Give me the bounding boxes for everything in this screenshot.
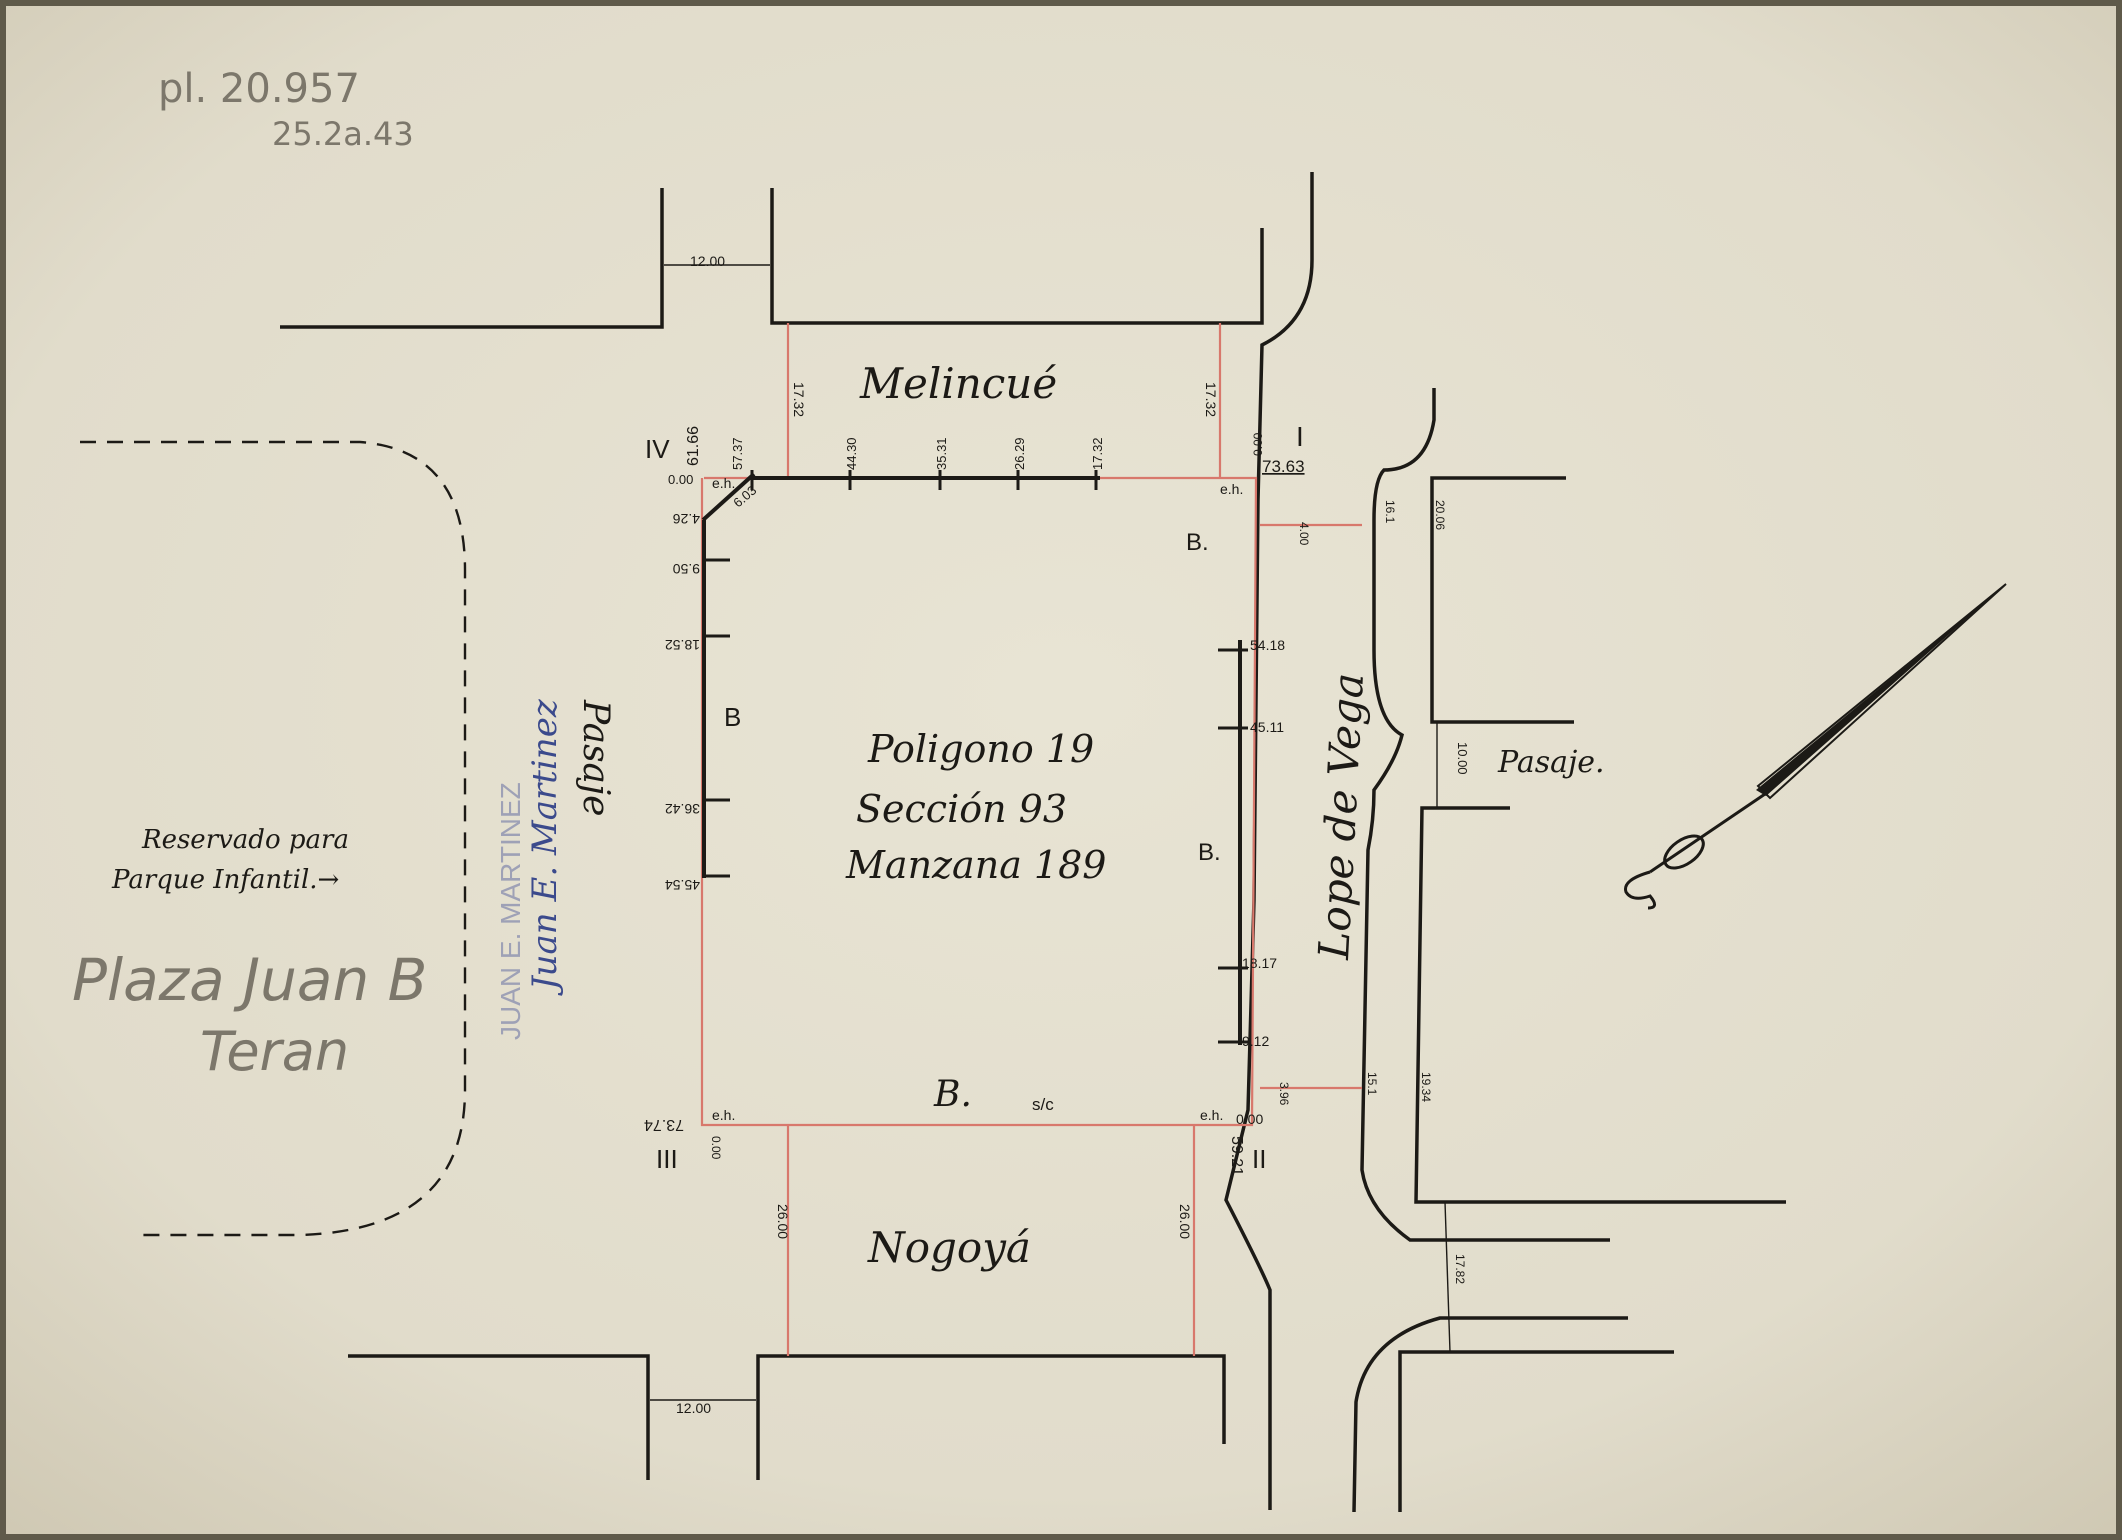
archive-annotation: pl. 20.957 25.2a.43 — [158, 66, 414, 153]
corner-I: I — [1296, 421, 1304, 452]
dim-lope-bottom-a: 3.96 — [1277, 1082, 1291, 1106]
dim-melincue-left: 17.32 — [791, 382, 807, 417]
corner-value-III: 73.74 — [644, 1116, 684, 1133]
eh-IV: e.h. — [712, 475, 735, 491]
street-name-south: Nogoyá — [867, 1223, 1031, 1272]
east-tick-labels: 54.18 45.11 18.17 9.12 — [1242, 637, 1285, 1049]
corner-value-II: 59.21 — [1228, 1136, 1245, 1176]
eh-II: e.h. — [1200, 1107, 1223, 1123]
corner-II: II — [1252, 1144, 1266, 1174]
corner-III: III — [656, 1144, 678, 1174]
dim-lope-bottom-b: 15.1 — [1365, 1072, 1379, 1096]
archive-annotation-line2: 25.2a.43 — [272, 115, 414, 153]
dim-lope-bottom-c: 19.34 — [1419, 1072, 1433, 1102]
west-tick-label: 4.26 — [673, 511, 700, 527]
pencil-plaza-line2: Teran — [200, 1020, 349, 1083]
north-tick-label: 57.37 — [730, 437, 745, 470]
eh-I: e.h. — [1220, 481, 1243, 497]
paper — [6, 6, 2116, 1534]
street-lines — [280, 172, 1786, 1513]
dim-lope-top-a: 4.00 — [1297, 522, 1311, 546]
north-tick-label: 26.29 — [1012, 437, 1027, 470]
tick-marks — [704, 470, 1248, 1044]
north-tick-label: 17.32 — [1090, 437, 1105, 470]
dim-nogoya-left: 26.00 — [775, 1204, 791, 1239]
dim-lope-top-b: 16.1 — [1383, 500, 1397, 524]
renamed-street-blue: Juan E. Martinez — [525, 698, 565, 996]
park-outline — [80, 440, 467, 1237]
street-name-east-passage: Pasaje. — [1497, 745, 1605, 780]
west-tick-label: 45.54 — [665, 877, 700, 893]
dimension-arrows — [650, 264, 1451, 1401]
corner-value-IV: 61.66 — [685, 426, 702, 466]
corner-IV: IV — [645, 434, 670, 464]
dim-pasaje-width: 10.00 — [1455, 742, 1470, 775]
corner-value-I: 73.63 — [1262, 457, 1305, 476]
west-tick-label: 9.50 — [673, 561, 700, 577]
block-title-line1: Poligono 19 — [867, 727, 1094, 771]
edge-mark-east-mid: B. — [1198, 839, 1221, 866]
block-title-line3: Manzana 189 — [845, 843, 1106, 887]
dim-melincue-right: 17.32 — [1203, 382, 1219, 417]
north-tick-label: 44.30 — [844, 437, 859, 470]
zero-label-II: 0.00 — [1236, 1111, 1263, 1127]
west-tick-label: 36.42 — [665, 801, 700, 817]
east-tick-label: 9.12 — [1242, 1033, 1269, 1049]
block-title-line2: Sección 93 — [856, 787, 1067, 831]
street-name-west: Pasaje — [575, 699, 616, 816]
pencil-plaza-note: Plaza Juan B Teran — [72, 946, 427, 1083]
dim-street-width-bottom: 12.00 — [676, 1400, 711, 1416]
dim-lower-right: 17.82 — [1453, 1254, 1467, 1284]
dim-street-width-top: 12.00 — [690, 253, 725, 269]
renamed-street-faint: JUAN E. MARTINEZ — [495, 782, 526, 1040]
east-tick-label: 45.11 — [1250, 719, 1284, 735]
archive-annotation-line1: pl. 20.957 — [158, 66, 360, 112]
zero-label-I: 0.00 — [1251, 432, 1265, 456]
zero-label-IV: 0.00 — [668, 472, 693, 487]
parcel-boundary — [700, 323, 1362, 1356]
zero-label-III: 0.00 — [709, 1136, 723, 1160]
building-lines — [701, 472, 1242, 1045]
edge-mark-west: B — [724, 702, 741, 732]
dimension-labels: 12.00 12.00 17.32 17.32 26.00 26.00 4.00… — [676, 253, 1470, 1416]
west-tick-label: 18.52 — [665, 637, 700, 653]
edge-mark-east-top: B. — [1186, 529, 1209, 556]
block-title: Poligono 19 Sección 93 Manzana 189 — [845, 727, 1106, 887]
edge-mark-south-sub: s/c — [1032, 1095, 1054, 1114]
east-tick-label: 18.17 — [1242, 955, 1277, 971]
dim-lope-top-c: 20.06 — [1433, 500, 1447, 530]
reserved-note-line2: Parque Infantil.→ — [111, 865, 339, 895]
north-tick-label: 35.31 — [934, 437, 949, 470]
eh-III: e.h. — [712, 1107, 735, 1123]
edge-mark-south: B. — [933, 1074, 972, 1115]
north-arrow-icon — [1624, 583, 2007, 910]
pencil-plaza-line1: Plaza Juan B — [72, 946, 427, 1014]
reserved-note-line1: Reservado para — [141, 825, 349, 855]
dim-nogoya-right: 26.00 — [1177, 1204, 1193, 1239]
north-tick-labels: 57.37 44.30 35.31 26.29 17.32 — [730, 437, 1105, 470]
east-tick-label: 54.18 — [1250, 637, 1285, 653]
west-tick-labels: 4.26 9.50 18.52 36.42 45.54 — [665, 511, 700, 893]
reserved-note: Reservado para Parque Infantil.→ — [111, 825, 349, 895]
street-name-north: Melincué — [859, 359, 1057, 408]
